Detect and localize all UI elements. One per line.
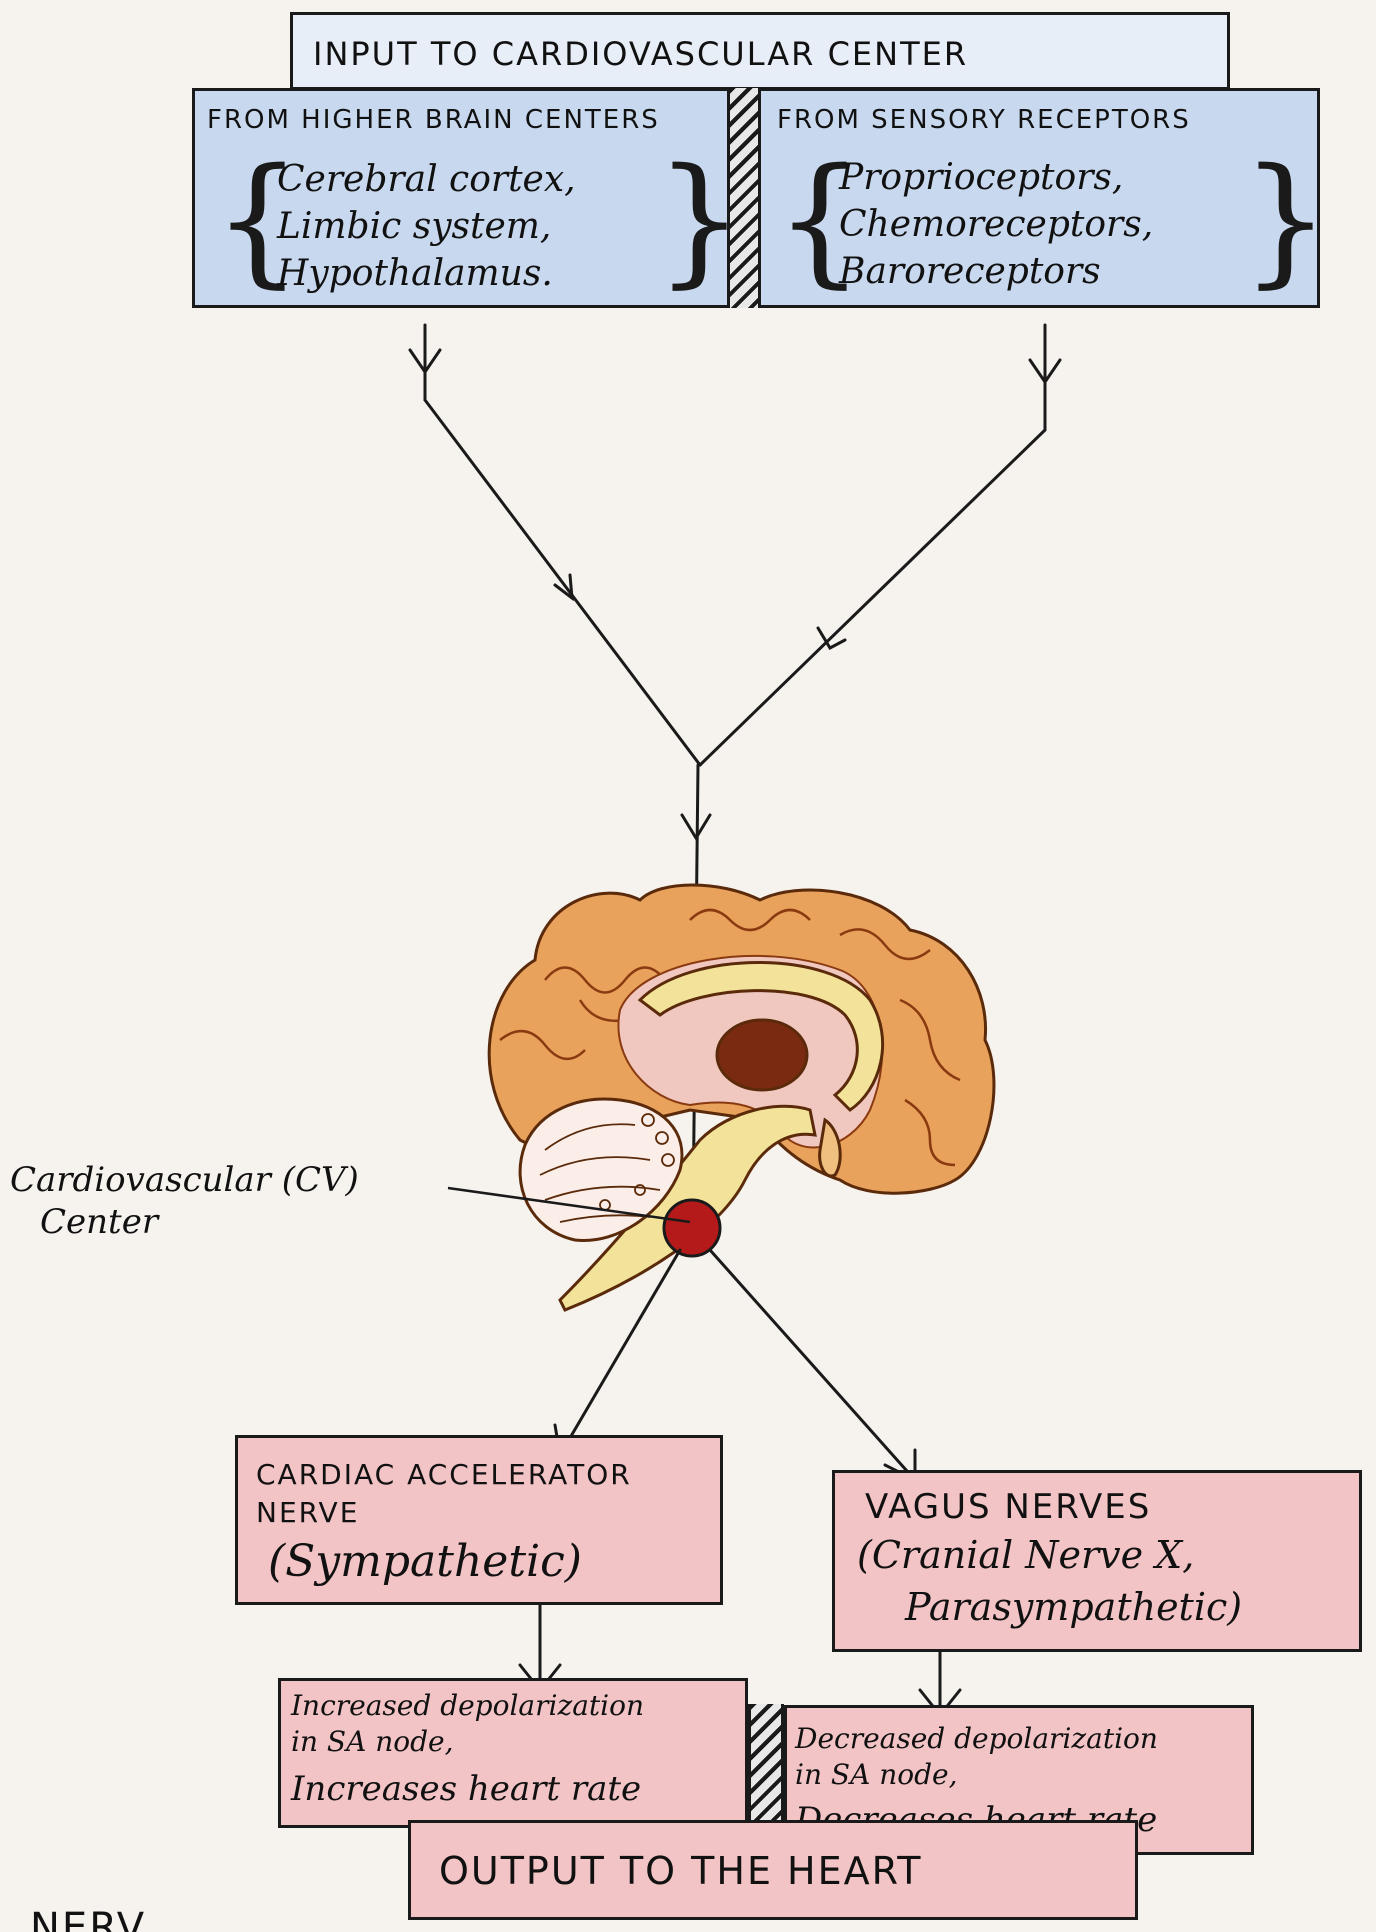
input-right-item-1: Proprioceptors, [839,157,1123,198]
sympathetic-nerve-line-1: CARDIAC ACCELERATOR [256,1458,632,1491]
output-footer-title: OUTPUT TO THE HEART [439,1849,922,1893]
brain-illustration [489,885,994,1310]
sympathetic-nerve-box: CARDIAC ACCELERATOR NERVE (Sympathetic) [235,1435,723,1605]
thalamus [717,1020,807,1090]
input-left-item-3: Hypothalamus. [277,253,553,294]
output-footer-box: OUTPUT TO THE HEART [408,1820,1138,1920]
left-converge-line [425,400,700,765]
parasympathetic-nerve-line-3: Parasympathetic) [905,1585,1242,1629]
left-converge-arrowhead [555,575,572,598]
decrease-effect-line-2: in SA node, [795,1758,957,1791]
increase-effect-line-2: in SA node, [291,1725,453,1758]
input-left-heading: FROM HIGHER BRAIN CENTERS [207,105,660,135]
parasympathetic-nerve-box: VAGUS NERVES (Cranial Nerve X, Parasympa… [832,1470,1362,1652]
input-right-item-2: Chemoreceptors, [839,204,1153,245]
cv-center-label-line-1: Cardiovascular (CV) [10,1160,359,1200]
parasympathetic-nerve-line-2: (Cranial Nerve X, [857,1533,1194,1577]
input-right-heading: FROM SENSORY RECEPTORS [777,105,1191,135]
input-divider-hatch [727,88,761,308]
bottom-cut-text: NERV [30,1908,146,1932]
increase-effect-box: Increased depolarization in SA node, Inc… [278,1678,748,1828]
input-left-item-2: Limbic system, [277,206,551,247]
increase-effect-line-1: Increased depolarization [291,1689,644,1722]
input-right-close-brace: } [1241,151,1330,291]
input-left-item-1: Cerebral cortex, [277,159,576,200]
parasympathetic-branch-line [710,1250,915,1480]
increase-effect-line-3: Increases heart rate [291,1769,641,1809]
input-left-box: FROM HIGHER BRAIN CENTERS { Cerebral cor… [192,88,730,308]
sympathetic-nerve-line-2: NERVE [256,1496,359,1529]
effect-divider-hatch [748,1704,784,1828]
input-right-box: FROM SENSORY RECEPTORS { Proprioceptors,… [758,88,1320,308]
input-header-box: INPUT TO CARDIOVASCULAR CENTER [290,12,1230,90]
decrease-effect-line-1: Decreased depolarization [795,1722,1158,1755]
cv-center-dot [664,1200,720,1256]
cv-center-label-line-2: Center [40,1202,158,1242]
input-header-title: INPUT TO CARDIOVASCULAR CENTER [313,35,968,73]
input-right-item-3: Baroreceptors [839,251,1101,292]
right-converge-line [700,430,1045,765]
parasympathetic-nerve-line-1: VAGUS NERVES [865,1487,1151,1527]
sympathetic-nerve-line-3: (Sympathetic) [268,1536,582,1587]
